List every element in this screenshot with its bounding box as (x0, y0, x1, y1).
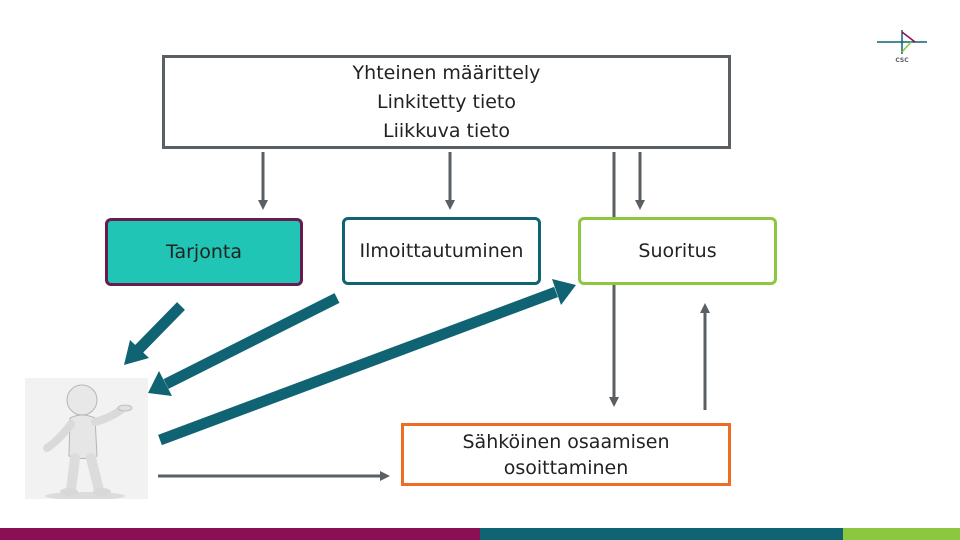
arrow-person-to-suoritus (158, 279, 576, 446)
ilmoittautuminen-box: Ilmoittautuminen (342, 217, 541, 285)
sahko-line-2: osoittaminen (503, 456, 629, 479)
electronic-competence-box: Sähköinen osaamisen osoittaminen (401, 423, 731, 486)
top-box-line-1: Yhteinen määrittely (352, 61, 541, 84)
footer-bar-purple (0, 528, 480, 540)
shared-definition-box: Yhteinen määrittely Linkitetty tieto Lii… (162, 55, 731, 149)
ilmoittautuminen-label: Ilmoittautuminen (359, 239, 524, 262)
top-box-line-2: Linkitetty tieto (376, 90, 516, 113)
top-box-line-3: Liikkuva tieto (382, 119, 511, 142)
tarjonta-box: Tarjonta (105, 218, 303, 286)
logo-text: CSC (895, 57, 909, 64)
footer-bar-teal (480, 528, 843, 540)
sahko-line-1: Sähköinen osaamisen (462, 430, 670, 453)
suoritus-box: Suoritus (578, 217, 777, 285)
arrow-tarjonta-to-person (124, 302, 185, 365)
csc-logo: CSC (877, 30, 927, 64)
arrow-ilmoittautuminen-to-person (148, 293, 340, 396)
person-figure (25, 378, 148, 499)
footer-bar-green (843, 528, 960, 540)
suoritus-label: Suoritus (638, 239, 717, 262)
tarjonta-label: Tarjonta (166, 240, 242, 263)
